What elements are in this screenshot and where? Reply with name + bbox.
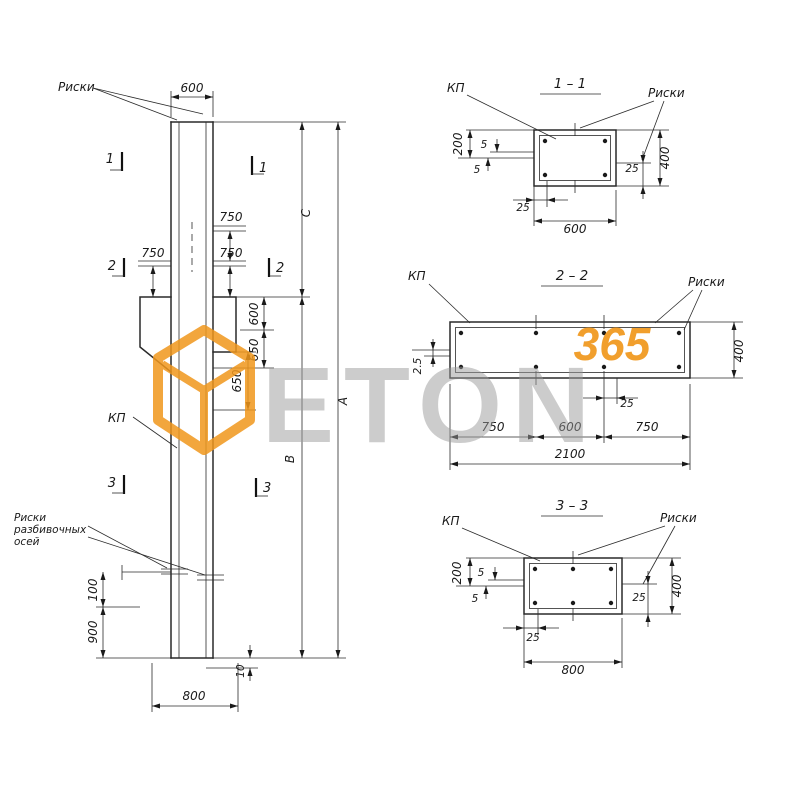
section-3-3-riski-label: Риски xyxy=(660,511,697,525)
dim-10-label: 10 xyxy=(235,664,247,678)
dim-total-label: 2100 xyxy=(555,447,586,461)
watermark-number-text: 365 xyxy=(574,318,652,370)
dim-C-label: С xyxy=(299,208,313,217)
cut-mark-2-left: 2 xyxy=(108,259,116,274)
dim-100-label: 100 xyxy=(86,578,100,601)
dim-5b-label: 5 xyxy=(474,164,481,176)
cut-mark-1-right: 1 xyxy=(259,161,267,176)
section-2-2-title: 2 – 2 xyxy=(556,268,589,284)
dim-400-label: 400 xyxy=(658,146,672,169)
section-1-1-riski-label: Риски xyxy=(648,86,685,100)
dim-25-bottom-left-label: 25 xyxy=(516,202,530,214)
dim-5a-3-label: 5 xyxy=(478,567,485,579)
section-2-2-riski-label: Риски xyxy=(688,275,725,289)
dim-600-right-label: 600 xyxy=(247,302,261,325)
cut-mark-3-right: 3 xyxy=(263,481,271,496)
section-view-2-2: 2 – 2 КП Риски 2.5 xyxy=(408,268,746,470)
dim-seg1-label: 750 xyxy=(482,420,505,434)
riski-top-callout: Риски xyxy=(58,80,204,121)
section-view-3-3: 3 – 3 КП Риски 5 5 200 xyxy=(442,498,697,677)
dim-200-label: 200 xyxy=(451,132,465,155)
dim-5b-3-label: 5 xyxy=(472,593,479,605)
kp-callout: КП xyxy=(108,411,178,449)
section-1-1-geometry xyxy=(458,123,651,193)
dim-25-right-3-label: 25 xyxy=(632,592,646,604)
dim-B-label: В xyxy=(283,455,297,463)
dim-900-label: 900 xyxy=(86,620,100,643)
dim-750-group: 750 750 750 xyxy=(142,210,243,297)
dim-seg2-label: 600 xyxy=(559,420,582,434)
dim-25-bottom-label: 25 xyxy=(620,398,634,410)
dim-200-3-label: 200 xyxy=(450,561,464,584)
dim-750a-label: 750 xyxy=(220,210,243,224)
watermark-hexagon-logo xyxy=(153,325,255,455)
height-dims: С В А xyxy=(213,121,350,659)
cut-mark-3-left: 3 xyxy=(108,476,116,491)
dim-5a-label: 5 xyxy=(481,139,488,151)
kp-label: КП xyxy=(108,411,126,425)
watermark-brand-text: ETON xyxy=(262,344,600,465)
section-3-3-geometry xyxy=(456,551,657,621)
dim-25-bottom-left-3-label: 25 xyxy=(526,632,540,644)
dim-750c-label: 750 xyxy=(220,246,243,260)
riski-top-label: Риски xyxy=(58,80,95,94)
riski-axes-callout: Риски разбивочных осей xyxy=(13,512,206,576)
section-2-2-dimensions: 2.5 25 400 750 600 750 2100 xyxy=(412,321,746,470)
section-view-1-1: 1 – 1 КП Риски 5 5 200 xyxy=(447,76,685,236)
watermark: ETON 365 xyxy=(153,318,652,465)
section-cut-marks: 1 1 2 2 3 3 xyxy=(106,152,284,497)
section-1-1-title: 1 – 1 xyxy=(554,76,587,92)
riski-axes-line1: Риски xyxy=(14,512,46,524)
dim-400-3-label: 400 xyxy=(670,574,684,597)
dim-seg3-label: 750 xyxy=(636,420,659,434)
dim-600-width-label: 600 xyxy=(564,222,587,236)
dim-25-right-label: 25 xyxy=(625,163,639,175)
cut-mark-1-left: 1 xyxy=(106,152,114,167)
dim-2-5-label: 2.5 xyxy=(412,357,424,374)
section-3-3-title: 3 – 3 xyxy=(556,498,589,514)
riski-axes-line3: осей xyxy=(14,536,40,548)
dim-top-width: 600 xyxy=(170,81,214,117)
bottom-dims: 100 900 10 800 xyxy=(86,565,258,712)
section-2-2-geometry xyxy=(412,315,691,385)
dim-top-width-label: 600 xyxy=(181,81,204,95)
section-3-3-dimensions: 5 5 200 25 800 400 25 xyxy=(450,557,684,677)
dim-bottom-width-label: 800 xyxy=(183,689,206,703)
section-3-3-kp-label: КП xyxy=(442,514,460,528)
haunch-right-outline xyxy=(212,296,237,353)
section-2-2-kp-label: КП xyxy=(408,269,426,283)
section-1-1-kp-label: КП xyxy=(447,81,465,95)
riski-axes-line2: разбивочных xyxy=(13,524,87,536)
dim-400-2-label: 400 xyxy=(732,339,746,362)
section-1-1-dimensions: 5 5 200 25 600 400 25 xyxy=(451,129,672,236)
dim-750b-label: 750 xyxy=(142,246,165,260)
dim-A-label: А xyxy=(336,397,350,406)
cut-mark-2-right: 2 xyxy=(276,261,284,276)
dim-800-label: 800 xyxy=(562,663,585,677)
